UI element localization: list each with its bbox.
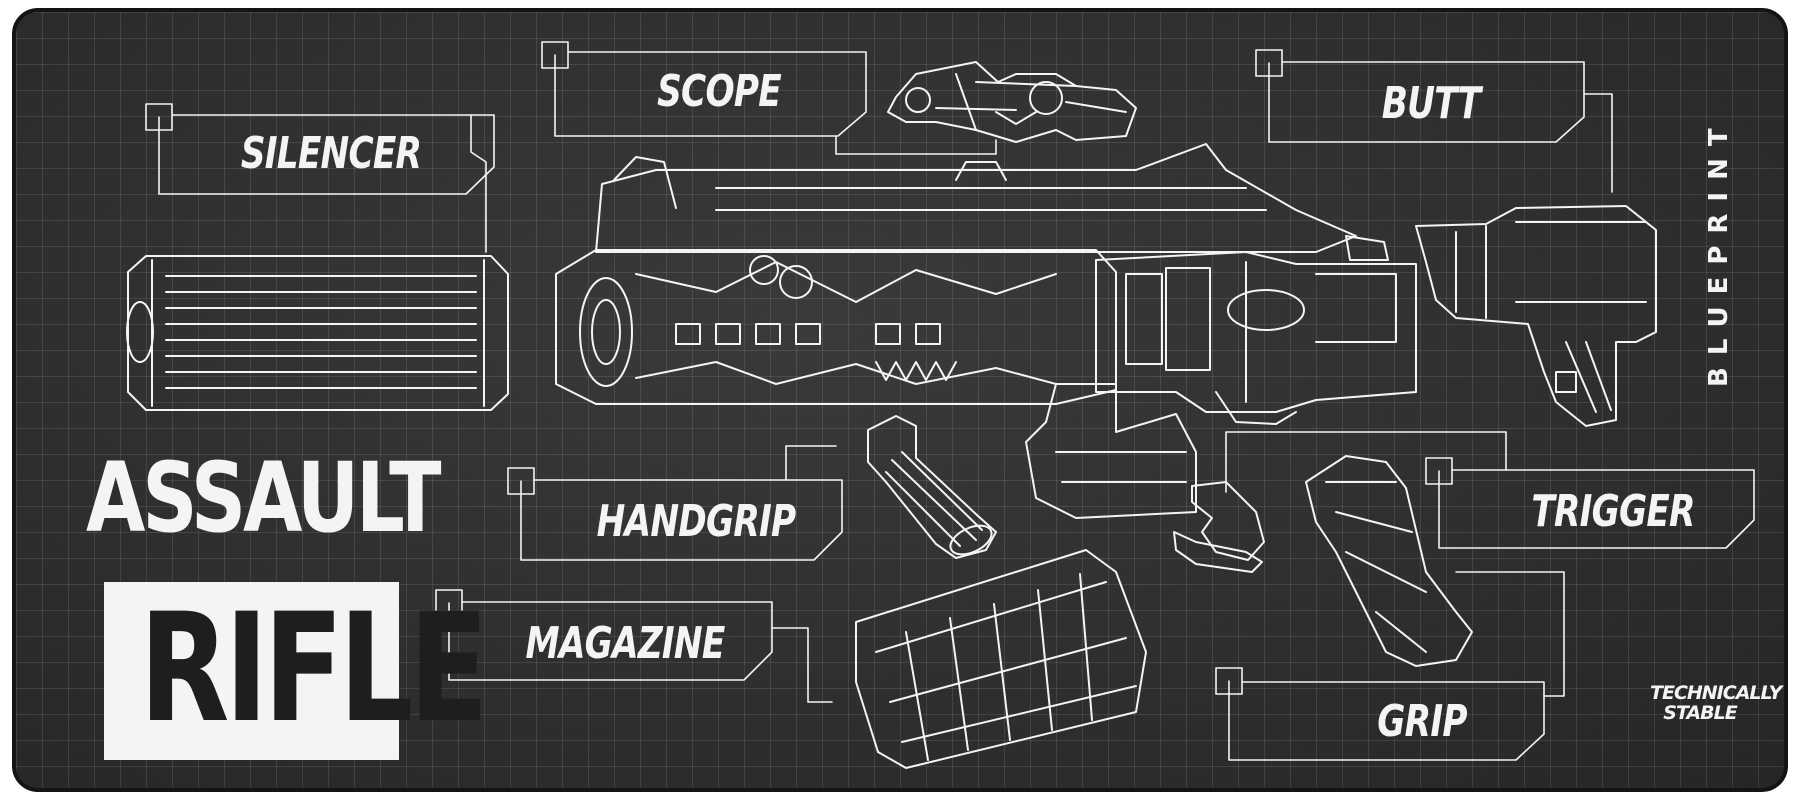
rifle-body-drawing: [555, 143, 1417, 519]
label-handgrip: HANDGRIP: [596, 496, 797, 547]
title-box: [104, 582, 399, 760]
handgrip-drawing: [867, 415, 997, 559]
label-scope: SCOPE: [657, 66, 782, 117]
scope-drawing: [887, 61, 1137, 143]
label-butt: BUTT: [1381, 78, 1481, 129]
title-line-1: ASSAULT: [86, 442, 441, 554]
blueprint-mousepad: SILENCER SCOPE BUTT HANDGRIP MAGAZINE TR…: [12, 8, 1788, 792]
silencer-drawing: [126, 255, 509, 411]
trigger-drawing: [1173, 481, 1265, 573]
brand-logo: TECHNICALLY STABLE: [1650, 682, 1782, 724]
label-trigger: TRIGGER: [1531, 486, 1695, 537]
blueprint-side-text: BLUEPRINT: [1704, 116, 1734, 388]
title-line-2: RIFLE: [139, 582, 488, 756]
brand-line-2: STABLE: [1663, 701, 1737, 724]
grip-drawing: [1305, 455, 1473, 667]
blueprint-artwork: [126, 41, 1755, 769]
label-grip: GRIP: [1377, 696, 1467, 747]
brand-line-1: TECHNICALLY: [1650, 682, 1782, 704]
magazine-drawing: [855, 549, 1147, 769]
label-silencer: SILENCER: [240, 128, 422, 179]
label-magazine: MAGAZINE: [525, 618, 726, 669]
butt-stock-drawing: [1415, 205, 1657, 427]
label-frames: [145, 41, 1755, 761]
